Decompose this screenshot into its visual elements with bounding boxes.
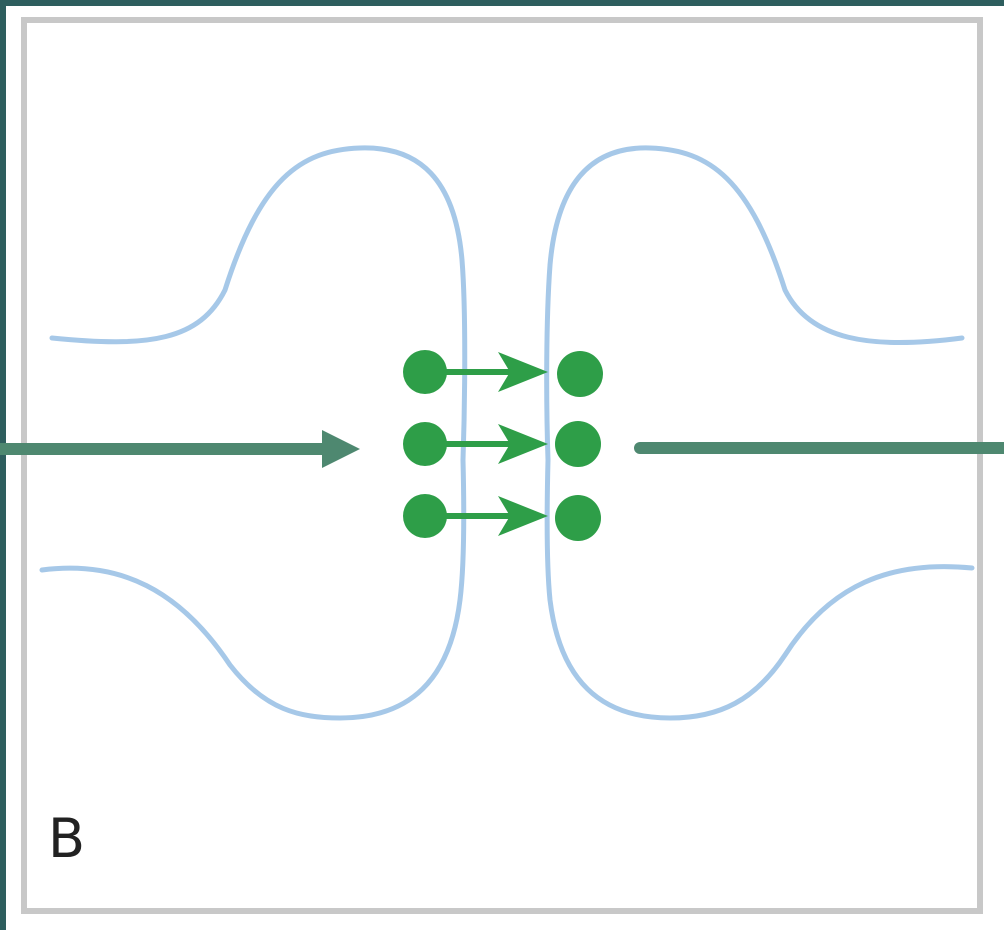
molecule-transfer-row-3 [403, 494, 601, 541]
presynaptic-dot-icon [403, 494, 447, 538]
postsynaptic-dot-icon [555, 421, 601, 467]
presynaptic-dot-icon [403, 422, 447, 466]
left-cell-membrane-bottom [39, 457, 467, 721]
transfer-arrowhead-icon [498, 496, 548, 536]
right-cell-membrane-top [544, 145, 965, 463]
right-cell-membrane-bottom [544, 457, 975, 721]
molecule-transfer-row-1 [403, 350, 603, 397]
molecule-transfer-row-2 [403, 421, 601, 467]
left-cell-membrane-top [49, 145, 468, 463]
postsynaptic-dot-icon [557, 351, 603, 397]
incoming-signal-arrow-icon [0, 430, 360, 468]
panel-label: B [48, 807, 86, 870]
presynaptic-dot-icon [403, 350, 447, 394]
canvas [6, 6, 1004, 930]
postsynaptic-dot-icon [555, 495, 601, 541]
transfer-arrowhead-icon [498, 424, 548, 464]
panel-border [21, 17, 983, 914]
transfer-arrowhead-icon [498, 352, 548, 392]
